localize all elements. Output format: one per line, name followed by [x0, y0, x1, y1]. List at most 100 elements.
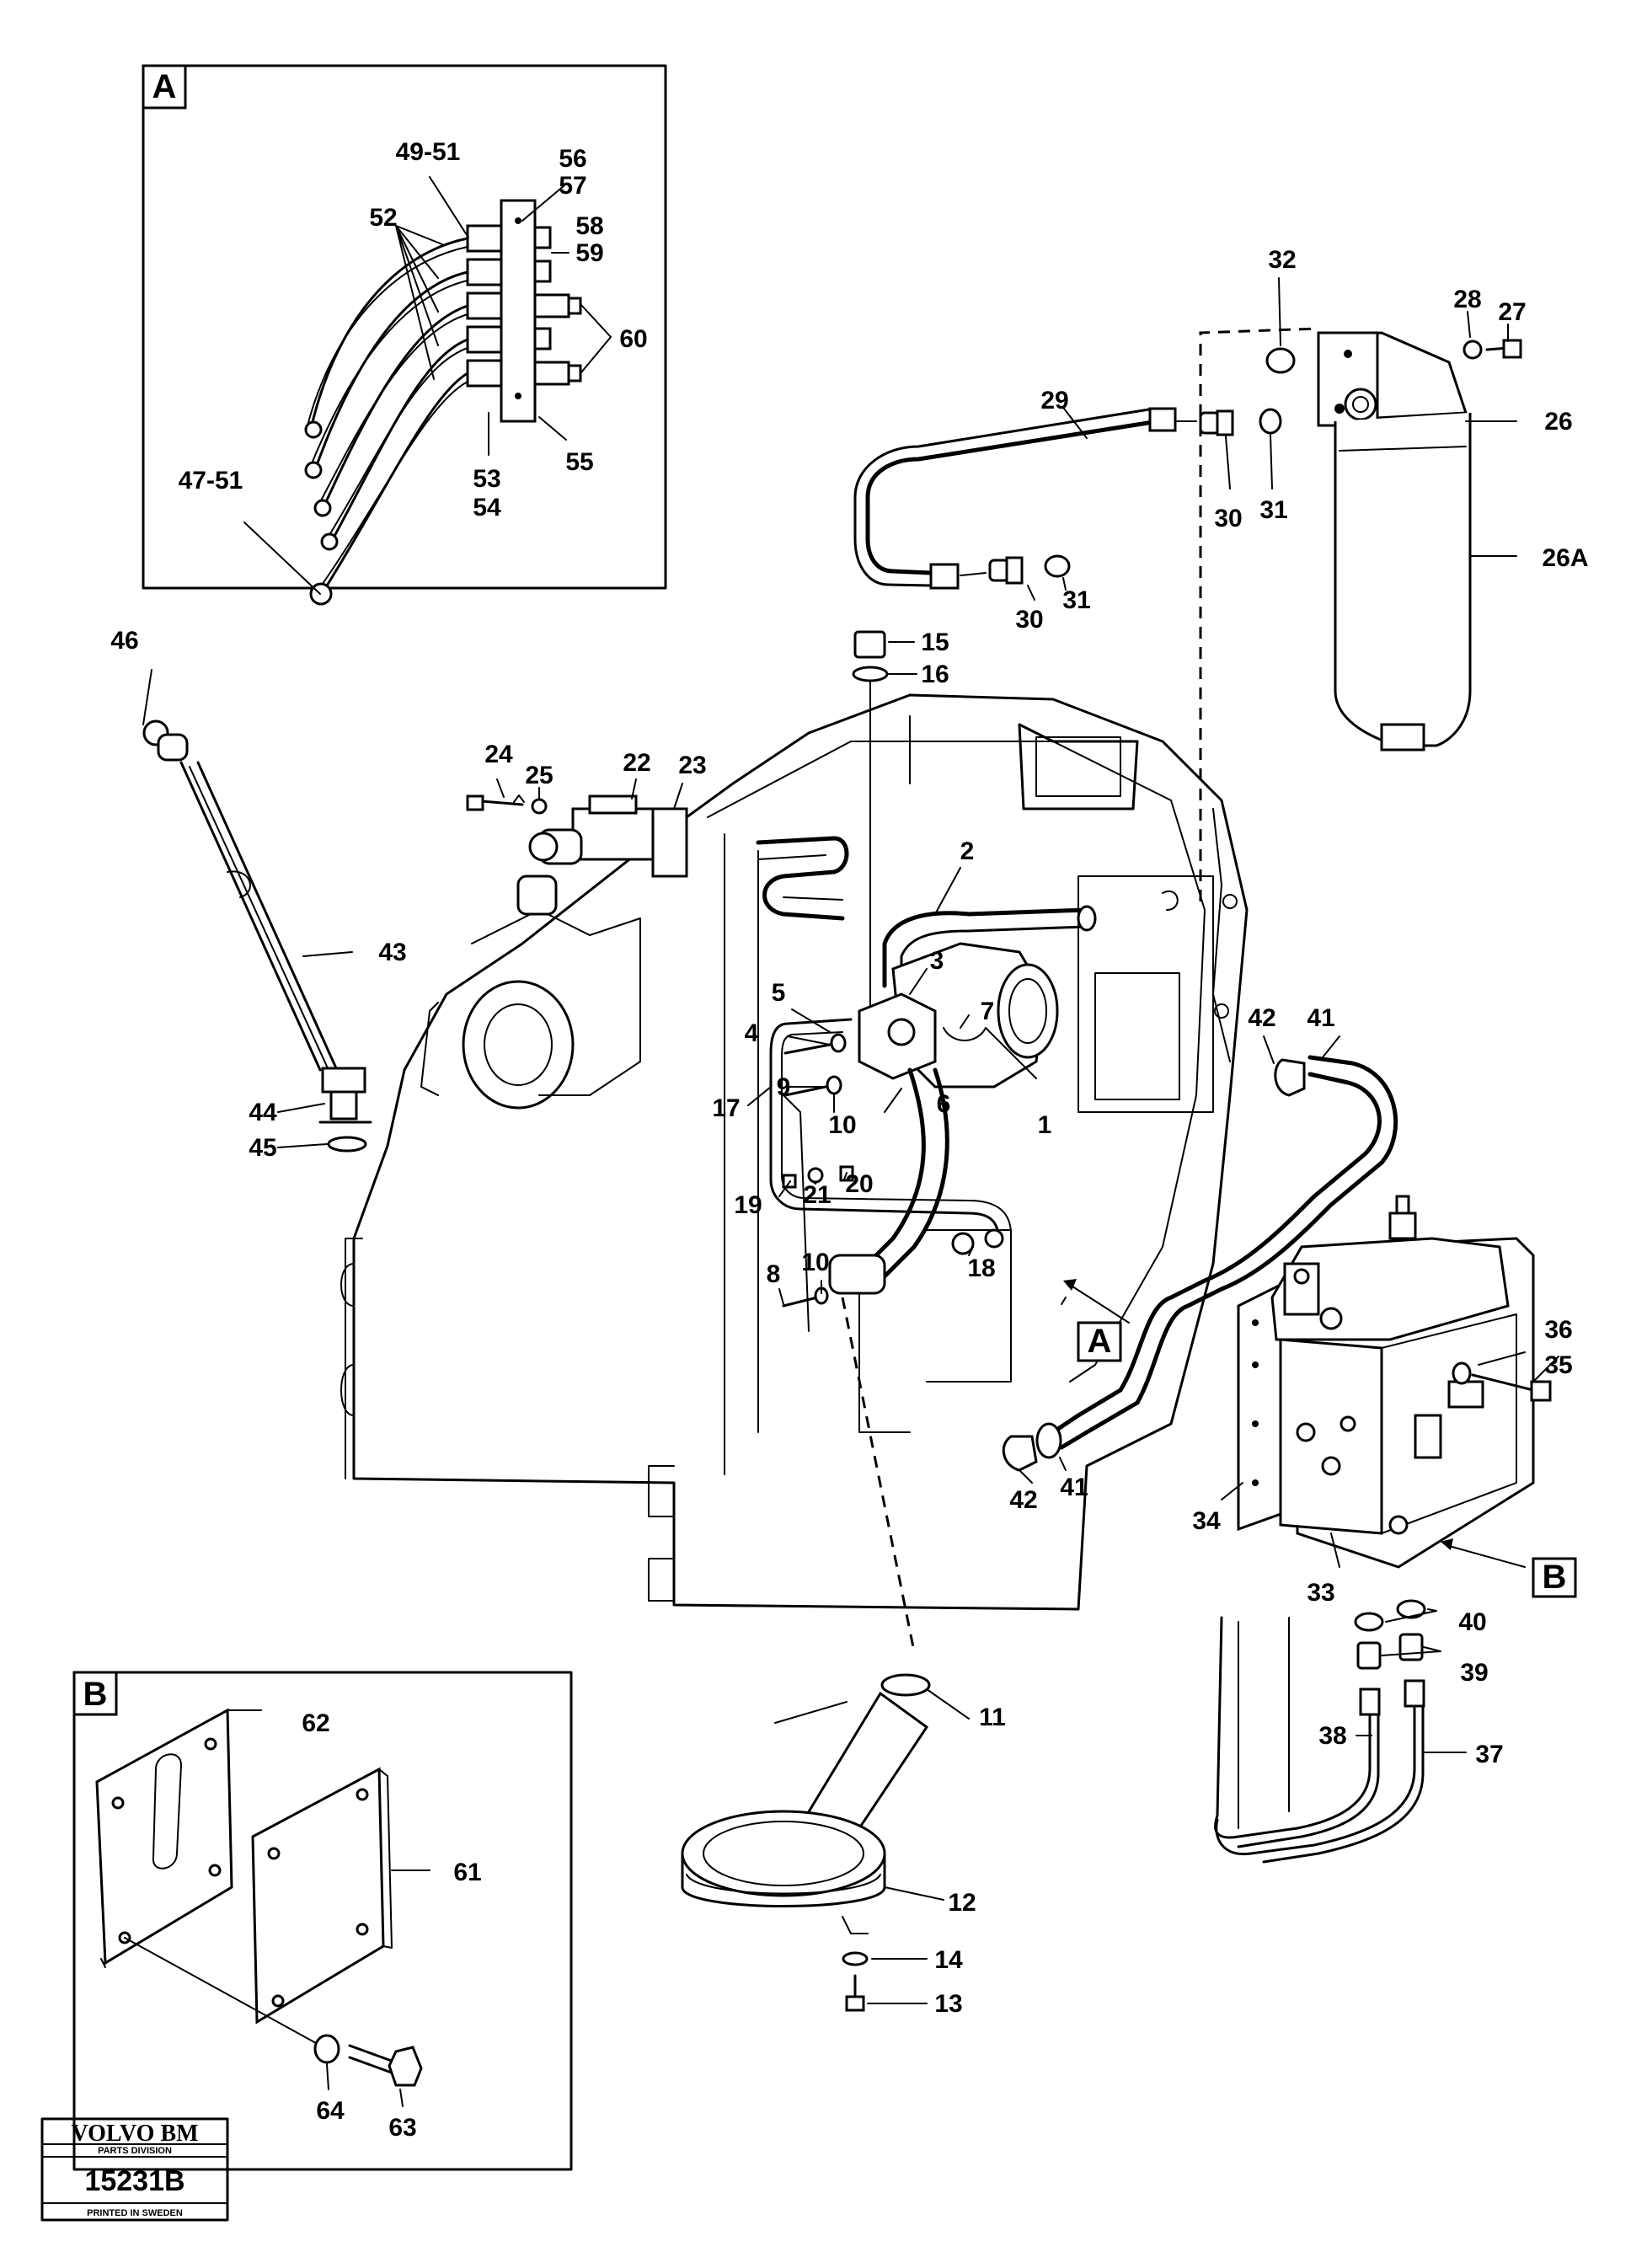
label-55: 55 [565, 448, 593, 476]
label-42b: 42 [1009, 1486, 1037, 1514]
label-23: 23 [678, 752, 706, 779]
title-block-printed: PRINTED IN SWEDEN [87, 2208, 183, 2218]
label-1: 1 [1038, 1111, 1052, 1139]
label-30b: 30 [1214, 505, 1242, 532]
title-block-division: PARTS DIVISION [98, 2146, 172, 2156]
label-17: 17 [712, 1094, 740, 1122]
label-11: 11 [979, 1704, 1006, 1731]
inset-a-manifold-plate [500, 199, 537, 423]
ref-b-marker: B [1441, 1538, 1577, 1598]
label-6: 6 [937, 1090, 951, 1118]
label-59: 59 [575, 239, 603, 267]
solenoid-valve: 24 25 22 23 [466, 741, 707, 916]
label-64: 64 [316, 2097, 345, 2125]
label-2: 2 [960, 837, 975, 865]
label-26: 26 [1544, 408, 1572, 436]
inset-b: B 62 61 64 63 [72, 1671, 573, 2171]
plate-62 [95, 1708, 233, 1966]
label-41a: 41 [1307, 1004, 1334, 1032]
label-24: 24 [484, 741, 513, 768]
label-10a: 10 [828, 1111, 856, 1139]
label-42a: 42 [1248, 1004, 1275, 1032]
inset-a-tag [142, 64, 187, 110]
valve-pipes: 40 39 38 37 [1214, 1599, 1504, 1864]
label-13: 13 [934, 1990, 962, 2018]
label-40: 40 [1458, 1608, 1486, 1636]
label-3: 3 [930, 947, 944, 975]
label-33: 33 [1307, 1579, 1334, 1607]
inset-b-frame [72, 1671, 573, 2171]
label-53: 53 [473, 465, 500, 493]
label-56: 56 [559, 145, 586, 173]
title-block-brand: VOLVO BM [71, 2121, 198, 2147]
label-10b: 10 [801, 1249, 829, 1276]
return-hose: 42 41 42 41 [1002, 1004, 1398, 1514]
label-45: 45 [249, 1134, 276, 1162]
label-36: 36 [1544, 1316, 1572, 1344]
plate-61 [251, 1767, 385, 2025]
inset-a-hoses [304, 237, 469, 606]
inset-a-connectors [466, 224, 582, 388]
label-63: 63 [388, 2114, 416, 2142]
label-41b: 41 [1060, 1474, 1088, 1501]
label-44: 44 [249, 1099, 277, 1126]
label-28: 28 [1453, 286, 1481, 313]
label-12: 12 [948, 1889, 976, 1917]
label-14: 14 [934, 1946, 963, 1974]
label-58: 58 [575, 212, 603, 240]
inset-a-letter: A [152, 68, 177, 105]
label-8: 8 [767, 1260, 781, 1288]
label-54: 54 [473, 494, 501, 522]
label-16: 16 [921, 661, 949, 688]
ref-a-marker: A [1061, 1279, 1130, 1362]
ref-a-letter: A [1088, 1323, 1112, 1360]
oil-pump-assembly: 2 3 5 4 7 9 10 17 6 1 19 21 20 18 10 8 [712, 836, 1097, 1308]
label-30a: 30 [1015, 606, 1043, 634]
label-25: 25 [525, 762, 553, 789]
label-19: 19 [734, 1191, 762, 1219]
label-9: 9 [777, 1073, 791, 1101]
inset-a: A [142, 64, 667, 606]
label-4: 4 [745, 1019, 759, 1047]
label-15: 15 [921, 629, 949, 656]
label-52: 52 [369, 204, 397, 232]
transmission-housing [340, 693, 1249, 1611]
label-27: 27 [1498, 298, 1526, 326]
title-block: VOLVO BM PARTS DIVISION 15231B PRINTED I… [40, 2117, 229, 2222]
drain-plug: 15 16 [852, 629, 949, 1037]
label-5: 5 [772, 979, 786, 1007]
label-60: 60 [619, 325, 647, 353]
label-34: 34 [1192, 1507, 1221, 1535]
control-valve: 36 35 34 33 [1192, 1195, 1573, 1607]
suction-strainer: 11 12 14 13 [681, 1297, 1006, 2018]
label-31a: 31 [1062, 586, 1090, 614]
label-21: 21 [803, 1181, 831, 1209]
label-35: 35 [1544, 1351, 1572, 1379]
label-38: 38 [1318, 1722, 1346, 1750]
label-22: 22 [623, 749, 650, 777]
label-43: 43 [378, 939, 406, 966]
label-46: 46 [110, 627, 138, 655]
inset-b-letter: B [83, 1676, 108, 1713]
oil-filter: 32 28 27 26 26A [1199, 246, 1589, 901]
label-47-51: 47-51 [179, 467, 243, 495]
title-block-number: 15231B [84, 2165, 184, 2197]
label-18: 18 [967, 1254, 995, 1282]
label-20: 20 [845, 1170, 873, 1198]
inset-b-tag [72, 1671, 118, 1716]
inset-a-frame [142, 64, 667, 590]
label-32: 32 [1268, 246, 1296, 274]
label-49-51: 49-51 [396, 138, 461, 166]
label-62: 62 [302, 1709, 329, 1737]
label-31b: 31 [1259, 496, 1287, 524]
label-61: 61 [453, 1859, 481, 1886]
filter-pipe: 29 30 31 30 31 [853, 387, 1288, 634]
label-29: 29 [1040, 387, 1068, 415]
label-37: 37 [1475, 1741, 1503, 1768]
label-7: 7 [981, 998, 995, 1025]
label-57: 57 [559, 172, 586, 200]
label-39: 39 [1460, 1659, 1488, 1687]
ref-b-letter: B [1543, 1559, 1567, 1596]
